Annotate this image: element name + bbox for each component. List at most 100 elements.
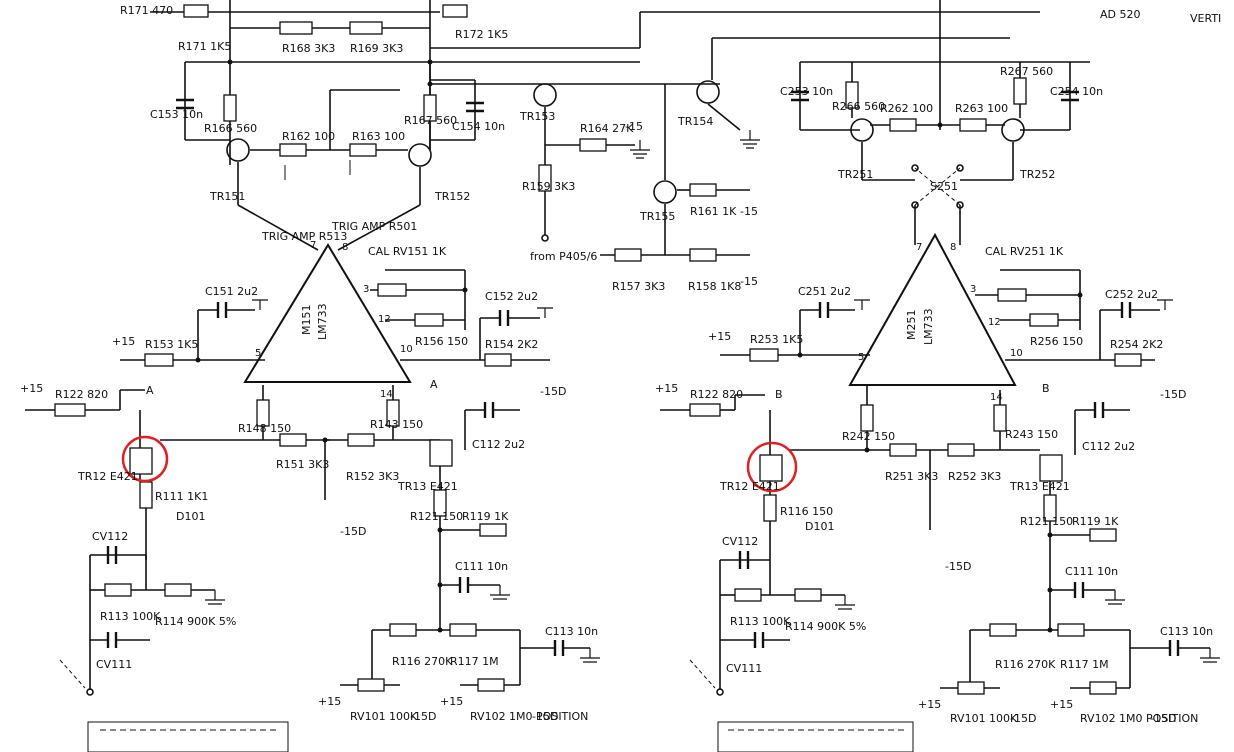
r166-label: R166 560 — [204, 122, 257, 135]
svg-text:10: 10 — [400, 344, 413, 355]
rail-m15d-a2: -15D — [340, 525, 366, 538]
svg-text:7: 7 — [310, 240, 316, 251]
r263-label: R263 100 — [955, 102, 1008, 115]
tr155-label: TR155 — [639, 210, 675, 223]
position-network-a — [340, 623, 590, 692]
top-network-b — [711, 0, 1090, 181]
r143-label: R143 150 — [370, 418, 423, 431]
rail-m15d-a3: -15D — [410, 710, 436, 723]
cal-b-label: CAL RV251 1K — [985, 245, 1064, 258]
cv112-b-label: CV112 — [722, 535, 758, 548]
r251-label: R251 3K3 — [885, 470, 938, 483]
svg-text:14: 14 — [380, 389, 393, 400]
tr153-label: TR153 — [519, 110, 555, 123]
node-a-2: A — [430, 378, 438, 391]
svg-text:3: 3 — [363, 284, 369, 295]
rail-m15-3: -15 — [740, 275, 758, 288]
r122-a-label: R122 820 — [55, 388, 108, 401]
rail-p15-b3: +15 — [918, 698, 941, 711]
svg-text:8: 8 — [950, 242, 956, 253]
r122-b-label: R122 820 — [690, 388, 743, 401]
c254-label: C254 10n — [1050, 85, 1103, 98]
node-b-1: B — [775, 388, 783, 401]
connector-strip-a — [87, 721, 289, 752]
c253-label: C253 10n — [780, 85, 833, 98]
r162-label: R162 100 — [282, 130, 335, 143]
tr151-label: TR151 — [209, 190, 245, 203]
c113-a-label: C113 10n — [545, 625, 598, 638]
r121-a-label: R121 150 — [410, 510, 463, 523]
node-a-1: A — [146, 384, 154, 397]
trig2-label: TRIG AMP R501 — [331, 220, 417, 233]
rv102-b-label: RV102 1M0 POSITION — [1080, 712, 1198, 725]
rail-m15d-a1: -15D — [540, 385, 566, 398]
ad520-label: AD 520 — [1100, 8, 1141, 21]
c113-b-label: C113 10n — [1160, 625, 1213, 638]
r266-label: R266 560 — [832, 100, 885, 113]
tr252-label: TR252 — [1019, 168, 1055, 181]
svg-text:3: 3 — [970, 284, 976, 295]
rail-p15-a3: +15 — [318, 695, 341, 708]
r116-b-label: R116 270K — [995, 658, 1056, 671]
rv101-a-label: RV101 100K — [350, 710, 418, 723]
atten-network-a — [59, 546, 215, 696]
m251-periphery — [720, 269, 1160, 367]
c252-label: C252 2u2 — [1105, 288, 1158, 301]
rail-m15d-b4: -15D — [1150, 712, 1176, 725]
c251-label: C251 2u2 — [798, 285, 851, 298]
c111-a-label: C111 10n — [455, 560, 508, 573]
c152-label: C152 2u2 — [485, 290, 538, 303]
r121-b-label: R121 150 — [1020, 515, 1073, 528]
c151-label: C151 2u2 — [205, 285, 258, 298]
r152-label: R152 3K3 — [346, 470, 399, 483]
r117-b-label: R117 1M — [1060, 658, 1109, 671]
r253-label: R253 1K5 — [750, 333, 803, 346]
svg-text:10: 10 — [1010, 348, 1023, 359]
r252-label: R252 3K3 — [948, 470, 1001, 483]
rail-p15-a4: +15 — [440, 695, 463, 708]
c154-label: C154 10n — [452, 120, 505, 133]
r114-a-label: R114 900K 5% — [155, 615, 236, 628]
tr12-a-label: TR12 E421 — [77, 470, 138, 483]
rail-p15-b2: +15 — [655, 382, 678, 395]
node-b-2: B — [1042, 382, 1050, 395]
r159-label: R159 3K3 — [522, 180, 575, 193]
tr13-a-label: TR13 E421 — [397, 480, 458, 493]
tr13-b-label: TR13 E421 — [1009, 480, 1070, 493]
r242-label: R242 150 — [842, 430, 895, 443]
trig1-label: TRIG AMP R513 — [261, 230, 347, 243]
switch-s251 — [911, 164, 964, 245]
tr152-label: TR152 — [434, 190, 470, 203]
svg-text:5: 5 — [858, 352, 864, 363]
r157-label: R157 3K3 — [612, 280, 665, 293]
position-network-b — [940, 623, 1210, 695]
svg-text:M251: M251 — [905, 310, 918, 341]
r156-label: R156 150 — [415, 335, 468, 348]
cv111-b-label: CV111 — [726, 662, 762, 675]
svg-text:M151: M151 — [300, 305, 313, 336]
tr153-area — [533, 80, 750, 262]
r113-b-label: R113 100K — [730, 615, 791, 628]
d101-a-label: D101 — [176, 510, 205, 523]
amplifier-m151: M151 LM733 7 8 3 12 5 10 14 — [243, 240, 413, 400]
svg-text:5: 5 — [255, 348, 261, 359]
ground-symbols — [205, 130, 1220, 663]
c112-a-label: C112 2u2 — [472, 438, 525, 451]
svg-text:LM733: LM733 — [922, 308, 935, 345]
r114-b-label: R114 900K 5% — [785, 620, 866, 633]
r161-label: R161 1K — [690, 205, 737, 218]
r267-label: R267 560 — [1000, 65, 1053, 78]
rail-p15-b4: +15 — [1050, 698, 1073, 711]
collector-network-a — [176, 59, 720, 165]
r111-label: R111 1K1 — [155, 490, 208, 503]
r117-a-label: R117 1M — [450, 655, 499, 668]
amplifier-m251: M251 LM733 7 8 3 12 5 10 14 — [848, 232, 1023, 403]
d101-b-label: D101 — [805, 520, 834, 533]
rail-m15-1: -15 — [625, 120, 643, 133]
svg-text:12: 12 — [378, 314, 391, 325]
rv102-a-label: RV102 1M0 POSITION — [470, 710, 588, 723]
r243-label: R243 150 — [1005, 428, 1058, 441]
rv101-b-label: RV101 100K — [950, 712, 1018, 725]
r164-label: R164 27K — [580, 122, 634, 135]
